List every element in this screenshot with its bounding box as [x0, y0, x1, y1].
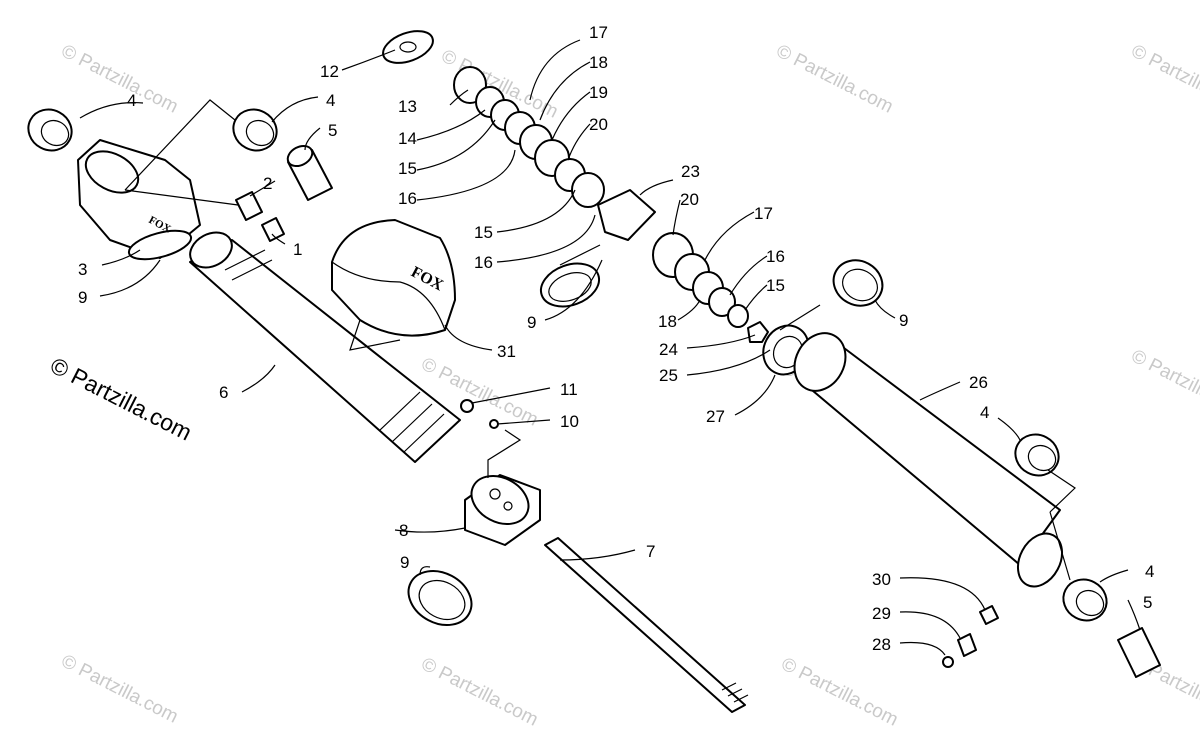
valve-fittings — [235, 191, 499, 429]
callout-23: 23 — [681, 162, 700, 181]
callout-3: 3 — [78, 260, 87, 279]
callout-13: 13 — [398, 97, 417, 116]
callout-4: 4 — [326, 91, 335, 110]
callout-7: 7 — [646, 542, 655, 561]
callout-20: 20 — [589, 115, 608, 134]
main-body-tube — [189, 231, 461, 463]
callout-28: 28 — [872, 635, 891, 654]
watermark: © Partzilla.com — [1128, 41, 1200, 118]
watermark: © Partzilla.com — [58, 651, 182, 728]
callout-9: 9 — [527, 313, 536, 332]
bracket-lines — [124, 99, 1076, 581]
watermark: © Partzilla.com — [58, 41, 182, 118]
callout-12: 12 — [320, 62, 339, 81]
watermark: © Partzilla.com — [1128, 346, 1200, 423]
callout-9: 9 — [899, 311, 908, 330]
callout-29: 29 — [872, 604, 891, 623]
callout-16: 16 — [398, 189, 417, 208]
callout-17: 17 — [754, 204, 773, 223]
shaft — [544, 537, 749, 713]
callout-9: 9 — [78, 288, 87, 307]
callout-17: 17 — [589, 23, 608, 42]
callout-26: 26 — [969, 373, 988, 392]
callout-2: 2 — [263, 174, 272, 193]
watermark: © Partzilla.com — [773, 41, 897, 118]
callout-20: 20 — [680, 190, 699, 209]
watermark: © Partzilla.com — [778, 654, 902, 731]
callout-19: 19 — [589, 83, 608, 102]
watermark: © Partzilla.com — [418, 654, 542, 731]
callout-24: 24 — [659, 340, 678, 359]
callout-14: 14 — [398, 129, 417, 148]
reservoir-cap: FOX — [331, 219, 456, 351]
callout-10: 10 — [560, 412, 579, 431]
callout-27: 27 — [706, 407, 725, 426]
watermarks: © Partzilla.com © Partzilla.com © Partzi… — [58, 41, 1200, 731]
bushings-left — [27, 108, 333, 201]
callout-11: 11 — [560, 380, 578, 399]
leader-lines — [79, 39, 1141, 656]
callout-4: 4 — [980, 403, 989, 422]
callout-4: 4 — [1145, 562, 1154, 581]
callout-6: 6 — [219, 383, 228, 402]
callout-8: 8 — [399, 521, 408, 540]
callout-5: 5 — [1143, 593, 1152, 612]
eyelet-head: FOX — [77, 139, 201, 261]
callout-9: 9 — [400, 553, 409, 572]
callout-15: 15 — [398, 159, 417, 178]
callout-18: 18 — [589, 53, 608, 72]
callout-5: 5 — [328, 121, 337, 140]
callout-25: 25 — [659, 366, 678, 385]
callout-1: 1 — [293, 240, 302, 259]
callout-16: 16 — [474, 253, 493, 272]
callout-4: 4 — [127, 91, 136, 110]
callout-18: 18 — [658, 312, 677, 331]
callout-31: 31 — [497, 342, 516, 361]
callout-15: 15 — [474, 223, 493, 242]
piston-assembly — [407, 474, 541, 626]
callout-30: 30 — [872, 570, 891, 589]
callout-15: 15 — [766, 276, 785, 295]
callout-16: 16 — [766, 247, 785, 266]
reservoir-body — [793, 332, 1161, 678]
callout-labels: 1 2 3 4 4 4 4 5 5 6 7 8 9 9 9 9 10 11 12… — [78, 23, 1154, 654]
